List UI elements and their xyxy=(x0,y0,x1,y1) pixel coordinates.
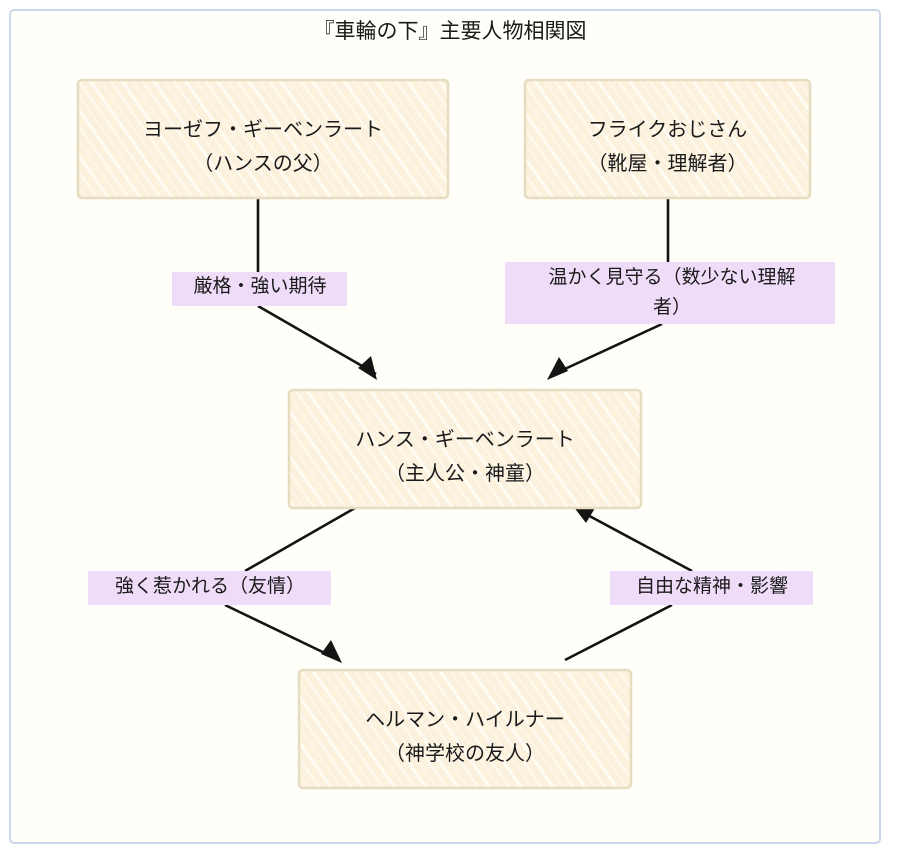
arrowhead-flaig-hans xyxy=(547,357,568,380)
node-josef[interactable]: ヨーゼフ・ギーベンラート （ハンスの父） xyxy=(76,78,450,200)
node-flaig-role: （靴屋・理解者） xyxy=(588,152,748,175)
edge-line-heilner-hans xyxy=(564,510,693,662)
node-flaig-name: フライクおじさん xyxy=(588,118,748,141)
arrowhead-hans-heilner xyxy=(321,640,342,663)
edge-lines xyxy=(224,198,693,662)
node-box-heilner[interactable] xyxy=(297,668,633,790)
node-josef-name: ヨーゼフ・ギーベンラート xyxy=(143,118,383,141)
node-josef-role: （ハンスの父） xyxy=(193,152,333,175)
edge-label-text-josef-hans: 厳格・強い期待 xyxy=(193,275,326,297)
node-box-josef[interactable] xyxy=(76,78,450,200)
edge-label-heilner-hans: 自由な精神・影響 xyxy=(610,571,813,605)
arrowhead-heilner-hans xyxy=(573,506,595,523)
edge-line-josef-hans xyxy=(256,198,377,376)
edge-label-bg-hans-heilner xyxy=(88,571,331,605)
edge-line-hans-heilner xyxy=(224,506,356,659)
edge-label-text-hans-heilner: 強く惹かれる（友情） xyxy=(115,575,305,597)
node-box-flaig[interactable] xyxy=(523,78,812,200)
edge-label-bg-heilner-hans xyxy=(610,571,813,605)
node-box-hans[interactable] xyxy=(287,388,643,510)
edge-label-text-heilner-hans: 自由な精神・影響 xyxy=(636,575,788,597)
node-flaig[interactable]: フライクおじさん （靴屋・理解者） xyxy=(523,78,812,200)
edge-label-hans-heilner: 強く惹かれる（友情） xyxy=(88,571,331,605)
diagram-title: 『車輪の下』主要人物相関図 xyxy=(314,20,587,43)
node-heilner-name: ヘルマン・ハイルナー xyxy=(365,709,565,731)
edge-label-flaig-hans: 温かく見守る（数少ない理解者） xyxy=(505,262,835,324)
node-heilner[interactable]: ヘルマン・ハイルナー （神学校の友人） xyxy=(297,668,633,790)
edge-line-flaig-hans xyxy=(553,198,670,376)
arrowhead-josef-hans xyxy=(358,356,377,380)
edge-arrowheads xyxy=(321,356,595,663)
edge-label-bg-josef-hans xyxy=(172,272,347,306)
node-heilner-role: （神学校の友人） xyxy=(385,742,545,765)
edge-label-text-flaig-hans: 温かく見守る（数少ない理解者） xyxy=(548,266,795,318)
edge-label-josef-hans: 厳格・強い期待 xyxy=(172,272,347,306)
node-hans-name: ハンス・ギーベンラート xyxy=(355,428,575,451)
edge-label-bg-flaig-hans xyxy=(505,262,835,324)
node-hans[interactable]: ハンス・ギーベンラート （主人公・神童） xyxy=(287,388,643,510)
node-hans-role: （主人公・神童） xyxy=(385,462,545,485)
